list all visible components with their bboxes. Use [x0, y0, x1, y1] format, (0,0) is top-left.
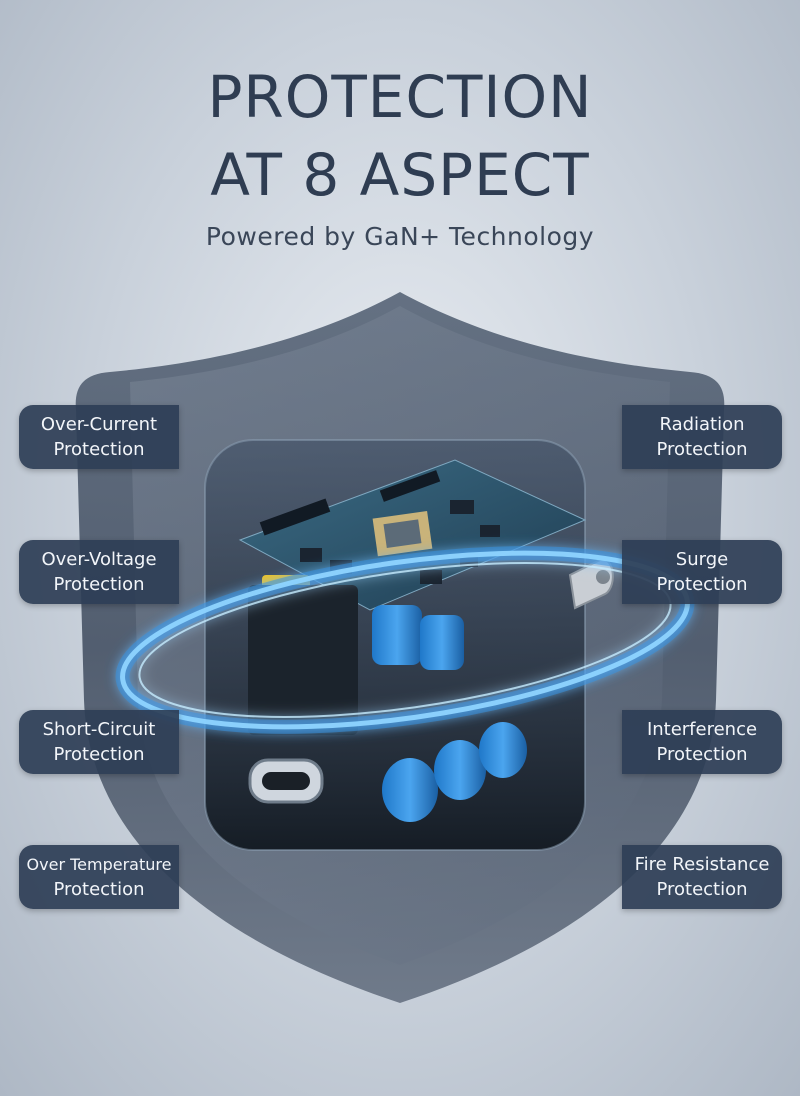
feature-label: Radiation — [659, 414, 745, 435]
feature-label: Fire Resistance — [634, 854, 770, 875]
feature-label: Protection — [53, 439, 145, 460]
feature-interference: Interference Protection — [622, 710, 782, 774]
feature-short-circuit: Short-Circuit Protection — [19, 710, 179, 774]
feature-label: Protection — [656, 574, 748, 595]
feature-label: Protection — [656, 439, 748, 460]
headline-line-1: PROTECTION — [207, 63, 593, 131]
feature-label: Over-Current — [40, 414, 158, 435]
feature-label: Protection — [53, 574, 145, 595]
charger-cube — [204, 439, 614, 851]
feature-over-current: Over-Current Protection — [19, 405, 179, 469]
feature-surge: Surge Protection — [622, 540, 782, 604]
feature-label: Short-Circuit — [42, 719, 156, 740]
feature-label: Surge — [675, 549, 729, 570]
feature-label: Protection — [656, 744, 748, 765]
feature-label: Over-Voltage — [41, 549, 157, 570]
feature-over-temperature: Over Temperature Protection — [19, 845, 179, 909]
feature-label: Protection — [53, 879, 145, 900]
feature-label: Protection — [53, 744, 145, 765]
feature-fire-resistance: Fire Resistance Protection — [622, 845, 782, 909]
feature-label: Interference — [646, 719, 758, 740]
headline-line-2: AT 8 ASPECT — [210, 141, 590, 209]
feature-radiation: Radiation Protection — [622, 405, 782, 469]
feature-over-voltage: Over-Voltage Protection — [19, 540, 179, 604]
feature-label: Protection — [656, 879, 748, 900]
feature-label: Over Temperature — [26, 855, 172, 874]
subtitle: Powered by GaN+ Technology — [205, 222, 595, 251]
